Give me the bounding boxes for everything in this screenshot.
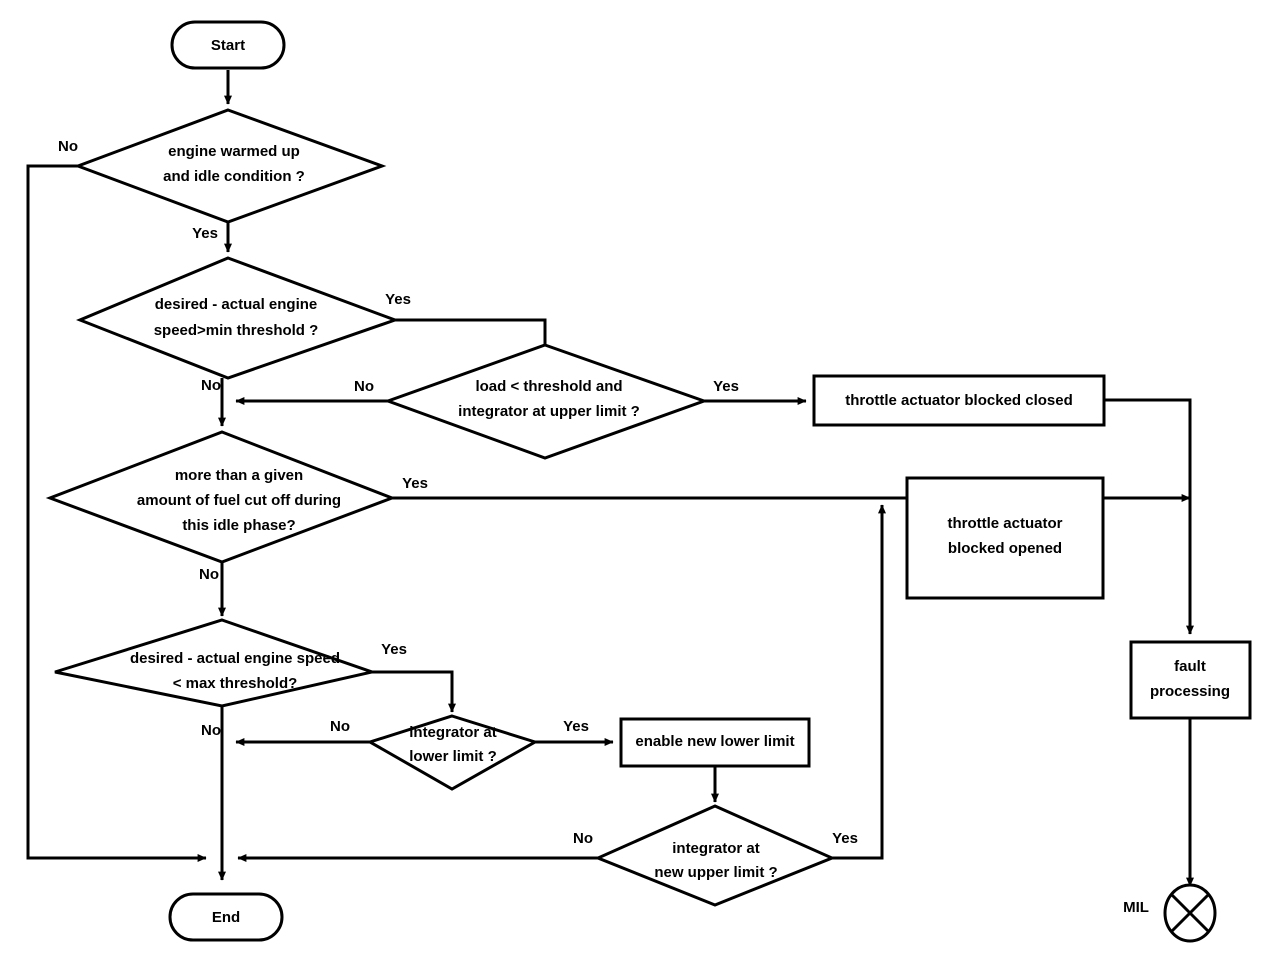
edge-new-upper-yes — [832, 504, 886, 860]
edge-label-load-threshold-no: No — [354, 378, 374, 395]
edge-engine-warm-no — [26, 164, 207, 862]
node-engine-warm-label-line2: and idle condition ? — [163, 168, 305, 185]
node-new-upper-limit-decision[interactable]: integrator at new upper limit ? — [594, 804, 836, 907]
node-fault-processing-label-line2: processing — [1150, 683, 1230, 700]
edge-label-new-upper-yes: Yes — [832, 830, 858, 847]
edge-label-max-threshold-no: No — [201, 722, 221, 739]
node-engine-warm-label-line1: engine warmed up — [168, 143, 300, 160]
edge-label-engine-warm-no: No — [58, 138, 78, 155]
node-max-threshold-label-line2: < max threshold? — [173, 675, 298, 692]
edge-label-new-upper-no: No — [573, 830, 593, 847]
node-end-label: End — [212, 909, 240, 926]
node-max-threshold-decision[interactable]: desired - actual engine speed < max thre… — [54, 618, 378, 708]
node-fault-processing-label-line1: fault — [1174, 658, 1206, 675]
node-load-threshold-label-line2: integrator at upper limit ? — [458, 403, 640, 420]
node-fuel-cut-label-line2: amount of fuel cut off during — [137, 492, 341, 509]
node-fuel-cut-decision[interactable]: more than a given amount of fuel cut off… — [45, 430, 397, 564]
node-start-label: Start — [211, 37, 245, 54]
node-load-threshold-decision[interactable]: load < threshold and integrator at upper… — [383, 343, 709, 460]
edge-label-fuel-cut-no: No — [199, 566, 219, 583]
edge-label-min-threshold-no: No — [201, 377, 221, 394]
node-end[interactable]: End — [168, 892, 284, 942]
node-fuel-cut-label-line1: more than a given — [175, 467, 303, 484]
node-throttle-blocked-closed[interactable]: throttle actuator blocked closed — [812, 374, 1106, 427]
node-enable-new-lower-limit[interactable]: enable new lower limit — [619, 717, 811, 768]
edge-label-fuel-cut-yes: Yes — [402, 475, 428, 492]
node-fault-processing[interactable]: fault processing — [1129, 640, 1252, 720]
node-throttle-blocked-opened[interactable]: throttle actuator blocked opened — [905, 476, 1105, 600]
node-engine-warmed-up-decision[interactable]: engine warmed up and idle condition ? — [73, 108, 387, 224]
node-blocked-opened-label-line2: blocked opened — [948, 540, 1062, 557]
node-blocked-closed-label: throttle actuator blocked closed — [845, 392, 1073, 409]
node-min-threshold-label-line1: desired - actual engine — [155, 296, 318, 313]
node-fuel-cut-label-line3: this idle phase? — [182, 517, 295, 534]
node-mil-label: MIL — [1123, 899, 1149, 916]
edge-max-threshold-yes — [372, 670, 456, 713]
edge-label-lower-limit-no: No — [330, 718, 350, 735]
node-start[interactable]: Start — [170, 20, 286, 70]
node-min-threshold-label-line2: speed>min threshold ? — [154, 322, 319, 339]
node-lower-limit-label-line2: lower limit ? — [409, 748, 497, 765]
node-mil[interactable]: MIL — [1123, 883, 1217, 943]
edge-label-load-threshold-yes: Yes — [713, 378, 739, 395]
edge-label-engine-warm-yes: Yes — [192, 225, 218, 242]
node-min-threshold-decision[interactable]: desired - actual engine speed>min thresh… — [76, 256, 400, 380]
node-new-upper-label-line2: new upper limit ? — [654, 864, 777, 881]
edge-label-max-threshold-yes: Yes — [381, 641, 407, 658]
edge-blocked-closed-to-fault — [1104, 398, 1194, 635]
node-lower-limit-label-line1: integrator at — [409, 724, 497, 741]
node-enable-lower-label: enable new lower limit — [635, 733, 794, 750]
edge-label-lower-limit-yes: Yes — [563, 718, 589, 735]
node-load-threshold-label-line1: load < threshold and — [475, 378, 622, 395]
node-new-upper-label-line1: integrator at — [672, 840, 760, 857]
node-blocked-opened-label-line1: throttle actuator — [947, 515, 1062, 532]
edge-label-min-threshold-yes: Yes — [385, 291, 411, 308]
node-lower-limit-decision[interactable]: integrator at lower limit ? — [366, 714, 539, 791]
node-max-threshold-label-line1: desired - actual engine speed — [130, 650, 340, 667]
